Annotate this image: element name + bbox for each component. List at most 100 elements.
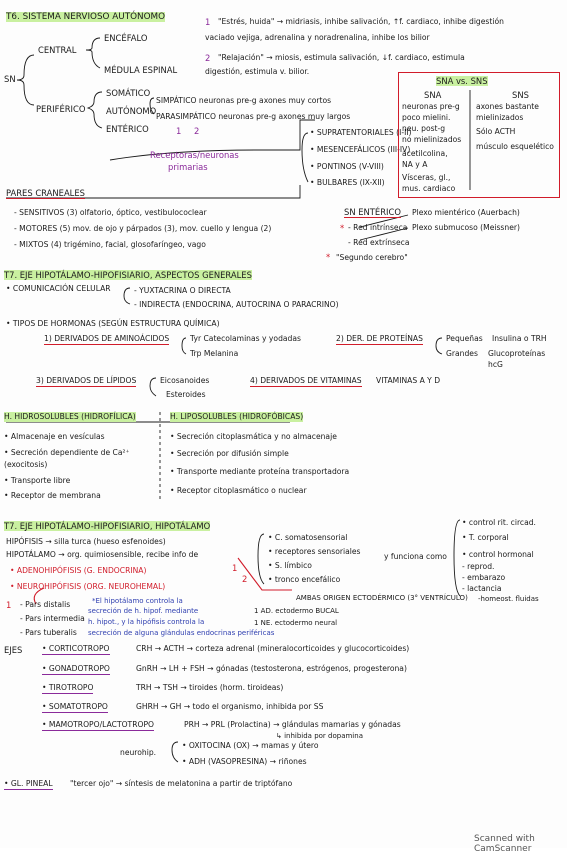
info-item: • S. límbico	[268, 561, 312, 570]
parte-item: - Pars intermedia	[20, 614, 85, 623]
hipotalamo-note-2: secreción de h. hipof. mediante	[88, 607, 199, 615]
red-extrinseca: - Red extrínseca	[348, 238, 410, 247]
sns-row: Sólo ACTH	[476, 127, 516, 136]
num-one: 1	[205, 17, 211, 27]
sna-row: acetilcolina,	[402, 149, 448, 158]
sna-row: neu. post-g	[402, 124, 446, 133]
receptoras-label: Receptoras/neuronas	[150, 150, 239, 160]
sns-row: mielinizados	[476, 113, 524, 122]
info-item: • tronco encefálico	[268, 575, 341, 584]
red-intrinseca: - Red intrínseca	[348, 223, 408, 232]
mesencefalicos: • MESENCEFÁLICOS (III-IV)	[310, 145, 411, 154]
sns-row: músculo esquelético	[476, 142, 554, 151]
hidro-item: • Receptor de membrana	[4, 491, 101, 500]
encefalo-label: ENCÉFALO	[104, 33, 148, 43]
der-proteinas: 2) DER. DE PROTEÍNAS	[336, 334, 423, 345]
central-label: CENTRAL	[38, 45, 77, 55]
eje-name: • SOMATOTROPO	[42, 702, 108, 713]
simpatico-desc: SIMPÁTICO neuronas pre-g axones muy cort…	[156, 96, 332, 105]
primarias-label: primarias	[168, 162, 208, 172]
inhibida-dopamina: ↳ inhibida por dopamina	[276, 732, 363, 740]
ne-ectodermo: 1 NE. ectodermo neural	[254, 619, 338, 627]
sna-vs-sns-box	[398, 72, 560, 198]
func-item: - lactancia	[462, 584, 502, 593]
tipos-hormonas: • TIPOS DE HORMONAS (SEGÚN ESTRUCTURA QU…	[6, 319, 220, 328]
oxitocina: • OXITOCINA (OX) → mamas y útero	[182, 741, 319, 750]
sna-row: neuronas pre-g	[402, 102, 460, 111]
num-one-partes: 1	[6, 600, 12, 610]
info-item: • C. somatosensorial	[268, 533, 348, 542]
hipotalamo-note-4: secreción de alguna glándulas endocrinas…	[88, 629, 275, 637]
grandes: Grandes	[446, 349, 478, 358]
somatico-label: SOMÁTICO	[106, 88, 151, 98]
t7-general-title: T7. EJE HIPOTÁLAMO-HIPOFISIARIO, ASPECTO…	[4, 270, 252, 280]
autonomo-label: AUTÓNOMO	[106, 106, 157, 116]
glucoproteinas: Glucoproteínas	[488, 349, 546, 358]
sns-header: SNS	[512, 90, 529, 100]
func-item: • control hormonal	[462, 550, 534, 559]
num-two: 2	[205, 53, 211, 63]
pares-motores: - MOTORES (5) mov. de ojo y párpados (3)…	[14, 224, 272, 233]
homeost-fluidas: -homeost. fluidas	[478, 595, 539, 603]
bulbares: • BULBARES (IX-XII)	[310, 178, 385, 187]
segundo-cerebro: "Segundo cerebro"	[336, 253, 408, 262]
hidro-item: • Transporte libre	[4, 476, 71, 485]
ambas-origen: AMBAS ORIGEN ECTODÉRMICO (3° VENTRÍCULO)	[296, 594, 468, 602]
liposolubles-title: H. LIPOSOLUBLES (HIDROFÓBICAS)	[170, 412, 304, 422]
eje-hormones: CRH → ACTH → corteza adrenal (mineraloco…	[136, 644, 410, 653]
pares-craneales-title: PARES CRANEALES	[6, 188, 85, 199]
neurohip-label: neurohip.	[120, 748, 157, 757]
parasimpatico-desc: PARASIMPÁTICO neuronas pre-g axones muy …	[156, 112, 351, 121]
der-vitaminas: 4) DERIVADOS DE VITAMINAS	[250, 376, 362, 387]
der-lipidos: 3) DERIVADOS DE LÍPIDOS	[36, 376, 137, 387]
t6-title: T6. SISTEMA NERVIOSO AUTÓNOMO	[6, 12, 166, 22]
esteroides: Esteroides	[166, 390, 206, 399]
hipofisis-row: HIPÓFISIS → silla turca (hueso esfenoide…	[6, 537, 166, 546]
pares-sensitivos: - SENSITIVOS (3) olfatorio, óptico, vest…	[14, 208, 207, 217]
plexo-submucoso: Plexo submucoso (Meissner)	[412, 223, 520, 232]
hipotalamo-row: HIPOTÁLAMO → org. quimiosensible, recibe…	[6, 550, 199, 559]
eje-name: • GONADOTROPO	[42, 664, 110, 675]
plexo-mienterico: Plexo mientérico (Auerbach)	[412, 208, 520, 217]
t7-hipotalamo-title: T7. EJE HIPOTÁLAMO-HIPOFISIARIO, HIPOTÁL…	[4, 521, 211, 531]
info-item: • receptores sensoriales	[268, 547, 361, 556]
medula-label: MÉDULA ESPINAL	[104, 65, 178, 75]
ad-ectodermo: 1 AD. ectodermo BUCAL	[254, 607, 339, 615]
periferico-label: PERIFÉRICO	[36, 104, 86, 114]
eje-name: • MAMOTROPO/LACTOTROPO	[42, 720, 155, 731]
hidro-item: (exocitosis)	[4, 460, 48, 469]
func-item: - reprod.	[462, 562, 495, 571]
parte-item: - Pars distalis	[20, 600, 71, 609]
sn-enterico-title: SN ENTÉRICO	[344, 207, 401, 218]
comunicacion-celular: • COMUNICACIÓN CELULAR	[6, 284, 111, 293]
hcg: hcG	[488, 360, 503, 369]
hidro-item: • Secreción dependiente de Ca²⁺	[4, 448, 130, 457]
gl-pineal: • GL. PINEAL	[4, 779, 53, 790]
eicosanoides: Eicosanoides	[160, 376, 210, 385]
adh: • ADH (VASOPRESINA) → riñones	[182, 757, 307, 766]
lipo-item: • Receptor citoplasmático o nuclear	[170, 486, 307, 495]
sna-row: Vísceras, gl.,	[402, 173, 451, 182]
ejes-label: EJES	[4, 645, 23, 655]
asterisk-2: *	[326, 252, 331, 262]
lipo-item: • Transporte mediante proteína transport…	[170, 467, 350, 476]
pares-mixtos: - MIXTOS (4) trigémino, facial, glosofar…	[14, 240, 206, 249]
func-item: - embarazo	[462, 573, 506, 582]
parte-item: - Pars tuberalis	[20, 628, 77, 637]
tercer-ojo: "tercer ojo" → síntesis de melatonina a …	[70, 779, 293, 788]
adenohipofisis: • ADENOHIPÓFISIS (G. ENDOCRINA)	[10, 566, 147, 575]
eje-hormones: TRH → TSH → tiroides (horm. tiroideas)	[136, 683, 284, 692]
eje-name: • TIROTROPO	[42, 683, 94, 694]
funciona-como: y funciona como	[384, 552, 447, 561]
trp-row: Trp Melanina	[190, 349, 239, 358]
pontinos: • PONTINOS (V-VIII)	[310, 162, 384, 171]
hipotalamo-note-1: *El hipotálamo controla la	[92, 597, 183, 605]
num-two-b: 2	[194, 126, 200, 136]
sns-row: axones bastante	[476, 102, 539, 111]
der-aminoacidos: 1) DERIVADOS DE AMINOÁCIDOS	[44, 334, 170, 345]
relajacion-line2: digestión, estimula v. bilior.	[205, 67, 310, 76]
num-two-red: 2	[242, 574, 248, 584]
eje-name: • CORTICOTROPO	[42, 644, 110, 655]
hipotalamo-note-3: h. hipot., y la hipófisis controla la	[88, 618, 205, 626]
